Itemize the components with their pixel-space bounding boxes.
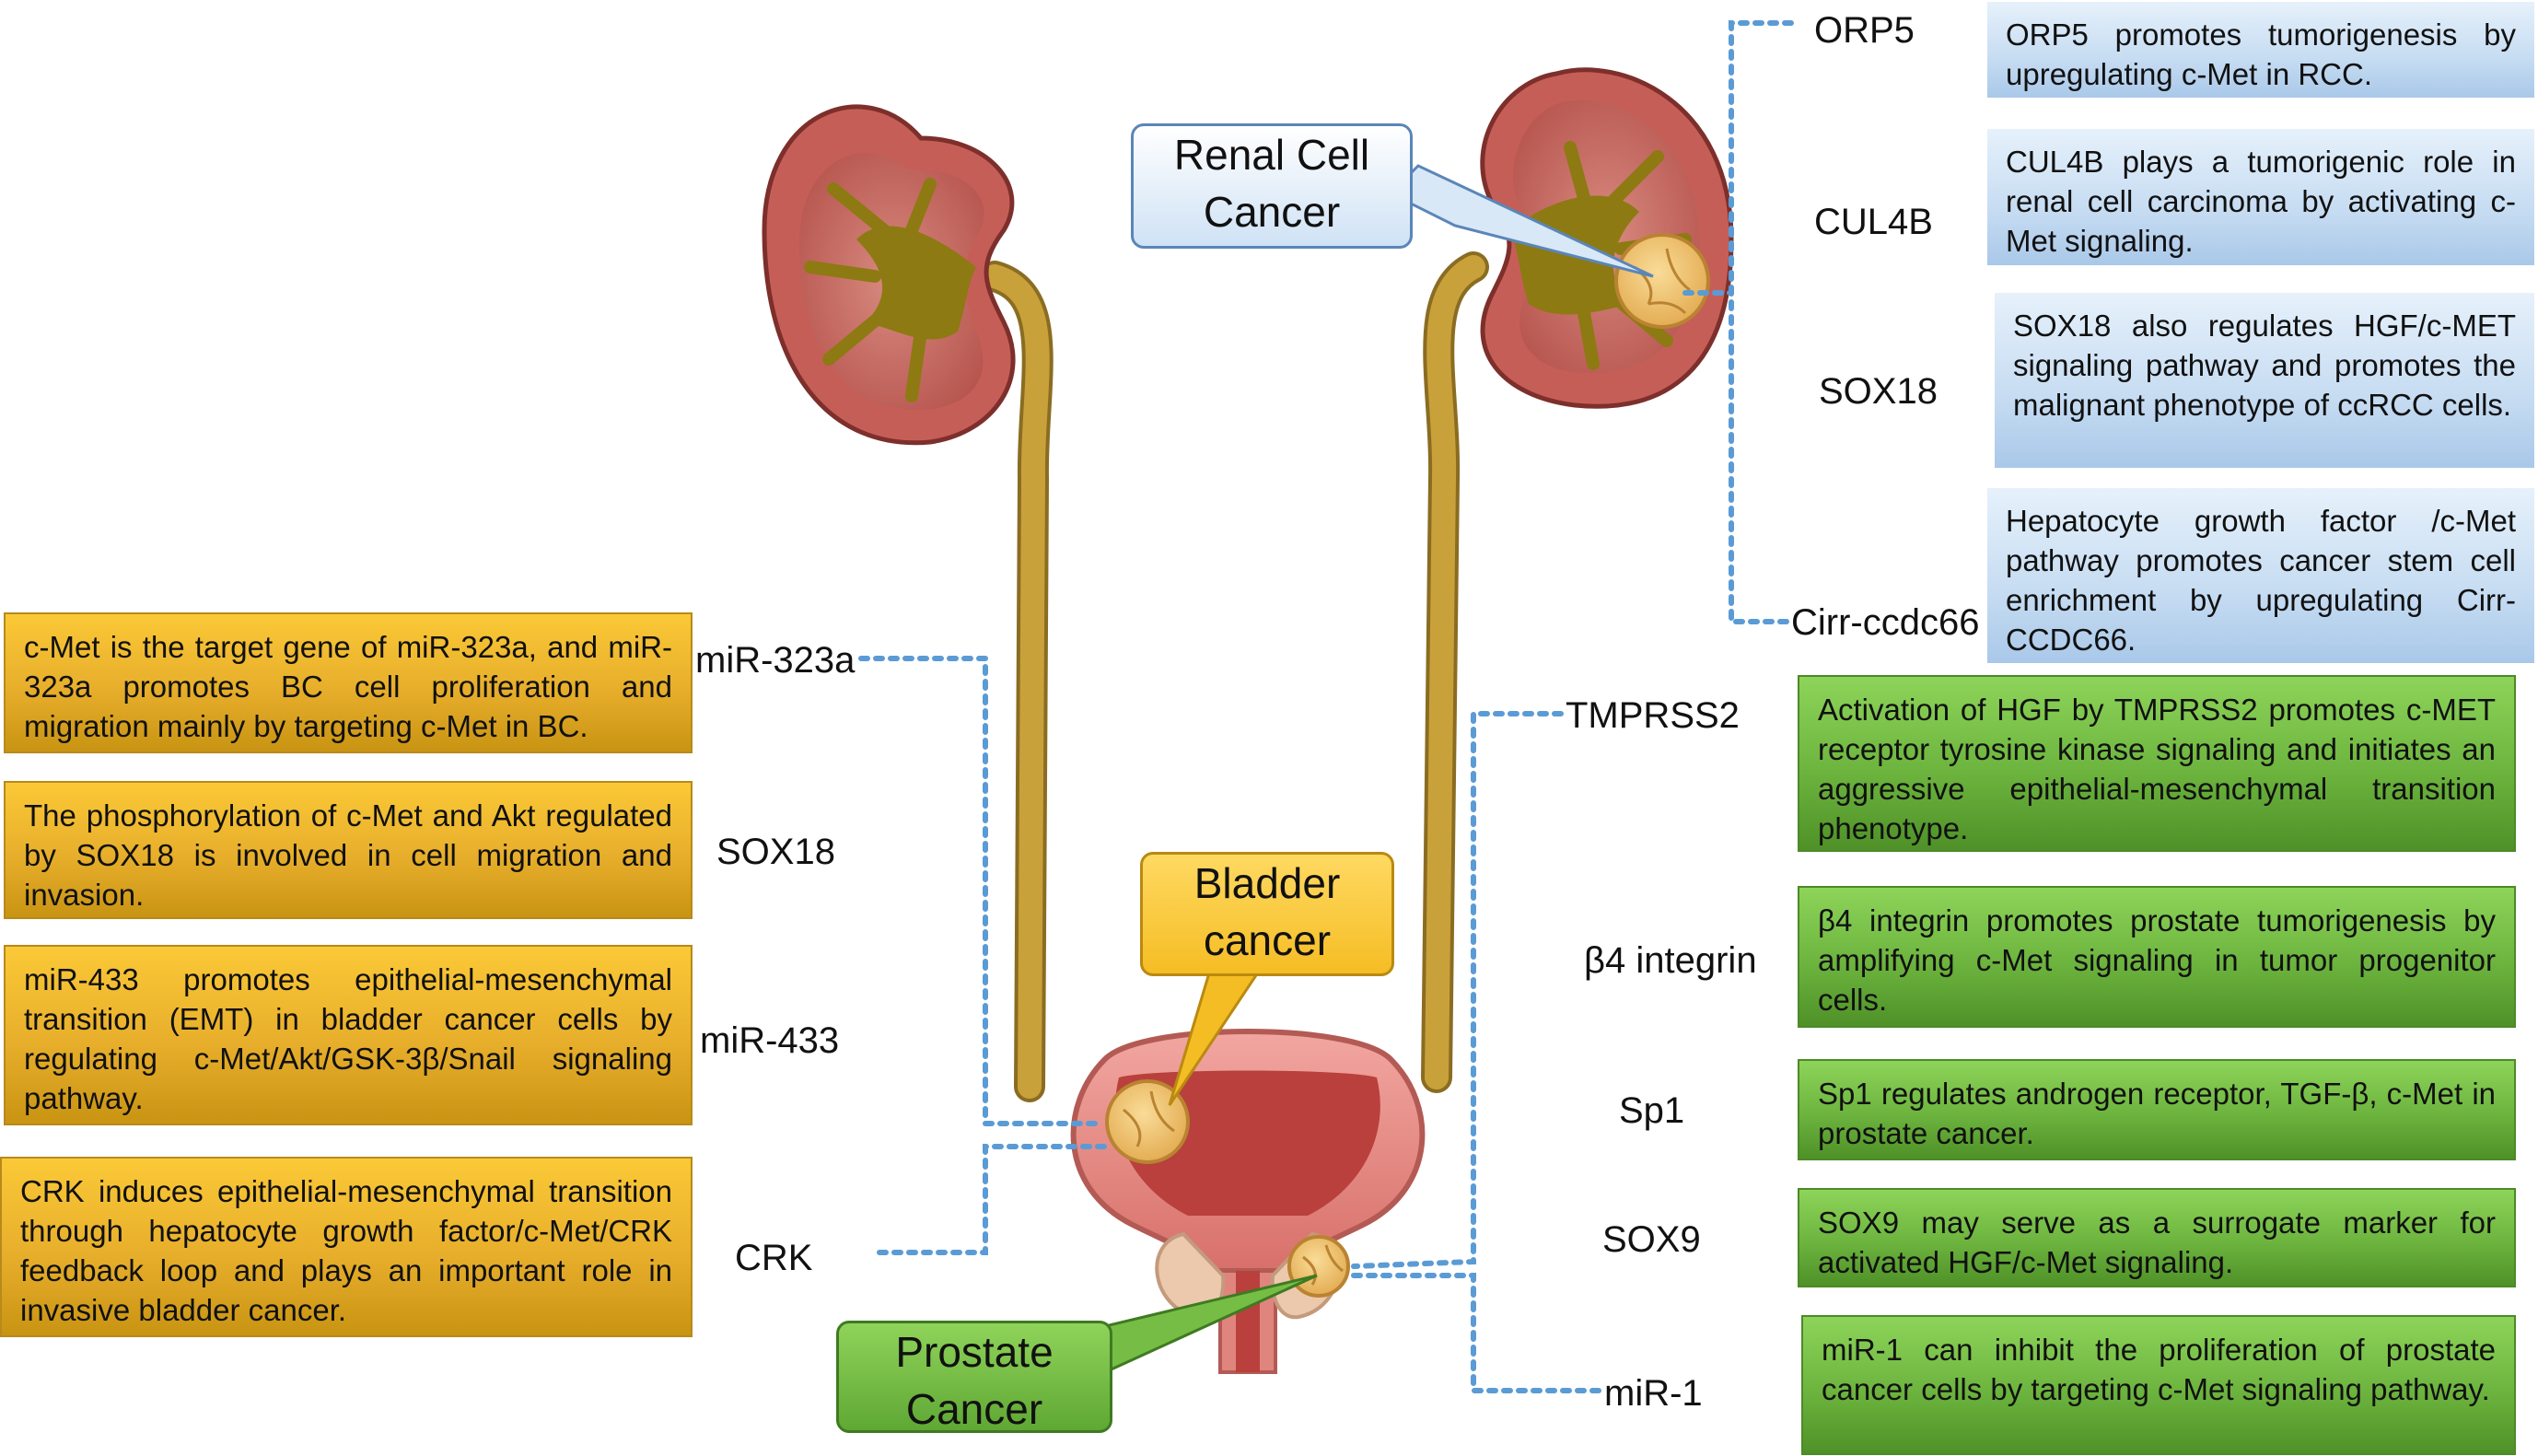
bladder-label-sox18: SOX18 bbox=[716, 832, 835, 872]
prostate-callout-line2: Cancer bbox=[905, 1385, 1043, 1433]
renal-box-cul4b: CUL4B plays a tumorigenic role in renal … bbox=[1987, 129, 2534, 265]
ureter-left bbox=[979, 261, 1054, 1102]
renal-box-text: Hepatocyte growth factor /c-Met pathway … bbox=[2006, 504, 2516, 657]
renal-box-text: SOX18 also regulates HGF/c-MET signaling… bbox=[2013, 309, 2516, 422]
prostate-label-mir-1: miR-1 bbox=[1604, 1373, 1703, 1414]
bladder-callout-line2: cancer bbox=[1203, 916, 1332, 964]
bladder-callout-line1: Bladder bbox=[1193, 859, 1341, 907]
prostate-box-text: SOX9 may serve as a surrogate marker for… bbox=[1818, 1206, 2496, 1279]
prostate-box-sox9: SOX9 may serve as a surrogate marker for… bbox=[1798, 1188, 2516, 1287]
renal-box-cirr-ccdc66: Hepatocyte growth factor /c-Met pathway … bbox=[1987, 488, 2534, 663]
prostate-box-tmprss2: Activation of HGF by TMPRSS2 promotes c-… bbox=[1798, 675, 2516, 852]
bladder-organ bbox=[1070, 1029, 1426, 1374]
tumor-prostate bbox=[1287, 1235, 1350, 1298]
renal-label-cul4b: CUL4B bbox=[1814, 202, 1933, 242]
prostate-box-sp1: Sp1 regulates androgen receptor, TGF-β, … bbox=[1798, 1059, 2516, 1160]
prostate-box-text: β4 integrin promotes prostate tumorigene… bbox=[1818, 903, 2496, 1017]
bladder-box-mir-433: miR-433 promotes epithelial-mesenchymal … bbox=[4, 945, 693, 1125]
kidney-left bbox=[762, 104, 1016, 446]
renal-label-orp5: ORP5 bbox=[1814, 10, 1915, 51]
renal-box-sox18: SOX18 also regulates HGF/c-MET signaling… bbox=[1995, 293, 2534, 468]
renal-box-text: CUL4B plays a tumorigenic role in renal … bbox=[2006, 145, 2516, 258]
renal-callout-line1: Renal Cell bbox=[1173, 131, 1370, 179]
bladder-label-mir-433: miR-433 bbox=[700, 1020, 840, 1061]
tumor-bladder bbox=[1105, 1079, 1190, 1164]
prostate-box-text: Sp1 regulates androgen receptor, TGF-β, … bbox=[1818, 1077, 2496, 1150]
prostate-callout: Prostate Cancer bbox=[836, 1321, 1112, 1433]
tumor-renal bbox=[1614, 233, 1710, 329]
bladder-box-crk: CRK induces epithelial-mesenchymal trans… bbox=[0, 1157, 693, 1337]
bladder-box-text: c-Met is the target gene of miR-323a, an… bbox=[24, 630, 672, 743]
bladder-box-mir-323a: c-Met is the target gene of miR-323a, an… bbox=[4, 612, 693, 753]
prostate-label-b4-integrin: β4 integrin bbox=[1584, 940, 1757, 981]
renal-label-cirr-ccdc66: Cirr-ccdc66 bbox=[1791, 602, 1980, 643]
renal-box-text: ORP5 promotes tumorigenesis by upregulat… bbox=[2006, 17, 2516, 91]
prostate-callout-line1: Prostate bbox=[895, 1328, 1054, 1376]
prostate-label-tmprss2: TMPRSS2 bbox=[1566, 695, 1740, 736]
prostate-label-sp1: Sp1 bbox=[1619, 1090, 1685, 1131]
prostate-box-text: miR-1 can inhibit the proliferation of p… bbox=[1822, 1333, 2496, 1406]
renal-callout: Renal Cell Cancer bbox=[1131, 123, 1413, 249]
bladder-label-mir-323a: miR-323a bbox=[695, 640, 856, 681]
bladder-label-crk: CRK bbox=[735, 1238, 813, 1278]
renal-callout-line2: Cancer bbox=[1203, 188, 1341, 236]
bladder-box-sox18: The phosphorylation of c-Met and Akt reg… bbox=[4, 781, 693, 919]
ureter-right bbox=[1421, 251, 1489, 1093]
renal-label-sox18: SOX18 bbox=[1819, 371, 1938, 412]
bladder-box-text: The phosphorylation of c-Met and Akt reg… bbox=[24, 798, 672, 912]
bladder-box-text: CRK induces epithelial-mesenchymal trans… bbox=[20, 1174, 672, 1327]
prostate-label-sox9: SOX9 bbox=[1602, 1219, 1701, 1260]
bladder-box-text: miR-433 promotes epithelial-mesenchymal … bbox=[24, 962, 672, 1115]
renal-box-orp5: ORP5 promotes tumorigenesis by upregulat… bbox=[1987, 2, 2534, 98]
bladder-callout: Bladder cancer bbox=[1140, 852, 1394, 976]
prostate-box-mir-1: miR-1 can inhibit the proliferation of p… bbox=[1801, 1315, 2516, 1455]
connectors bbox=[858, 20, 1794, 1393]
prostate-box-b4-integrin: β4 integrin promotes prostate tumorigene… bbox=[1798, 886, 2516, 1028]
prostate-box-text: Activation of HGF by TMPRSS2 promotes c-… bbox=[1818, 693, 2496, 845]
